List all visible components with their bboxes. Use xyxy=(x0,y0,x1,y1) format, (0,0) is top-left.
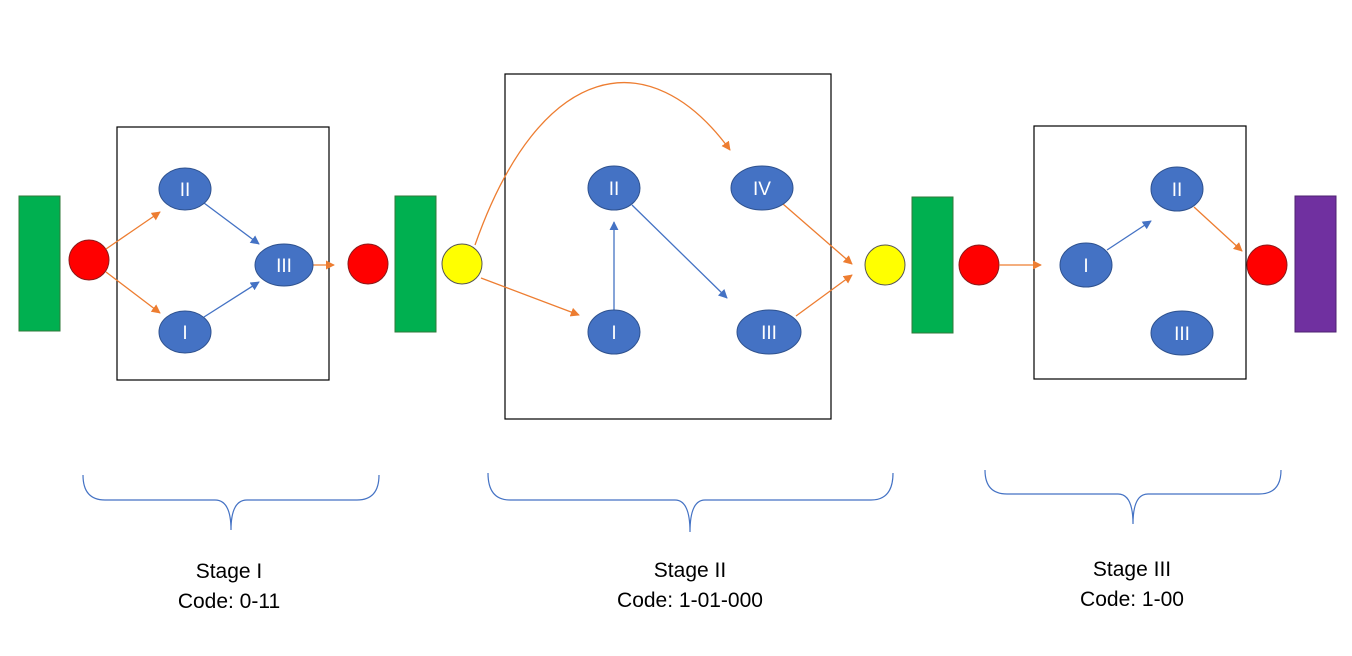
node-label: III xyxy=(1174,324,1190,345)
stage-3-code: Code: 1-00 xyxy=(1080,588,1184,611)
red-dot-3 xyxy=(958,244,1000,286)
node-label: IV xyxy=(753,179,771,200)
stage-2-box xyxy=(504,73,832,420)
stage-2-title: Stage II xyxy=(654,559,726,582)
arrow-s2-ii-to-iii xyxy=(631,204,728,299)
yellow-dot-2 xyxy=(864,244,906,286)
arrow-s2-iv-to-out xyxy=(782,203,853,265)
node-s2-iv: IV xyxy=(730,165,794,211)
stage-1-code: Code: 0-11 xyxy=(178,590,280,613)
node-label: II xyxy=(609,179,620,200)
node-s2-iii: III xyxy=(736,309,802,355)
node-s3-iii: III xyxy=(1150,310,1214,356)
red-dot-4 xyxy=(1246,244,1288,286)
arrow-s2-dot-to-i xyxy=(480,277,580,317)
stage-2-brace xyxy=(487,472,894,533)
node-label: II xyxy=(180,180,191,201)
arrow-s2-iii-to-out xyxy=(795,274,853,317)
node-s1-ii: II xyxy=(158,167,212,211)
arrow-s1-ii-to-iii xyxy=(203,202,260,245)
arrow-s3-i-to-ii xyxy=(1106,220,1152,251)
purple-block-end xyxy=(1294,195,1337,333)
red-dot-1 xyxy=(68,239,110,281)
stage-1-title: Stage I xyxy=(196,560,263,583)
node-s3-ii: II xyxy=(1150,166,1204,212)
node-label: III xyxy=(276,256,292,277)
red-dot-2 xyxy=(347,243,389,285)
node-label: I xyxy=(611,323,616,344)
green-block-right xyxy=(911,196,954,334)
node-s1-iii: III xyxy=(254,243,314,287)
node-s1-i: I xyxy=(158,310,212,354)
stage-1-box xyxy=(116,126,330,381)
yellow-dot-1 xyxy=(441,243,483,285)
node-s2-i: I xyxy=(587,309,641,355)
node-s2-ii: II xyxy=(587,165,641,211)
node-label: II xyxy=(1172,180,1183,201)
arrow-s1-dot-to-i xyxy=(105,271,161,314)
green-block-start xyxy=(18,195,61,332)
stage-3-title: Stage III xyxy=(1093,558,1171,581)
node-label: III xyxy=(761,323,777,344)
stage-1-brace xyxy=(82,474,380,531)
stage-3-box xyxy=(1033,125,1247,380)
node-label: I xyxy=(182,323,187,344)
arrow-s1-i-to-iii xyxy=(203,281,260,318)
stage-2-code: Code: 1-01-000 xyxy=(617,589,763,612)
node-label: I xyxy=(1083,256,1088,277)
green-block-middle xyxy=(394,195,437,333)
node-s3-i: I xyxy=(1059,242,1113,288)
arrow-s2-curve-to-iv xyxy=(474,82,731,246)
arrow-s3-ii-to-out xyxy=(1193,206,1243,252)
arrow-s1-dot-to-ii xyxy=(105,211,161,250)
stage-3-brace xyxy=(984,469,1282,525)
